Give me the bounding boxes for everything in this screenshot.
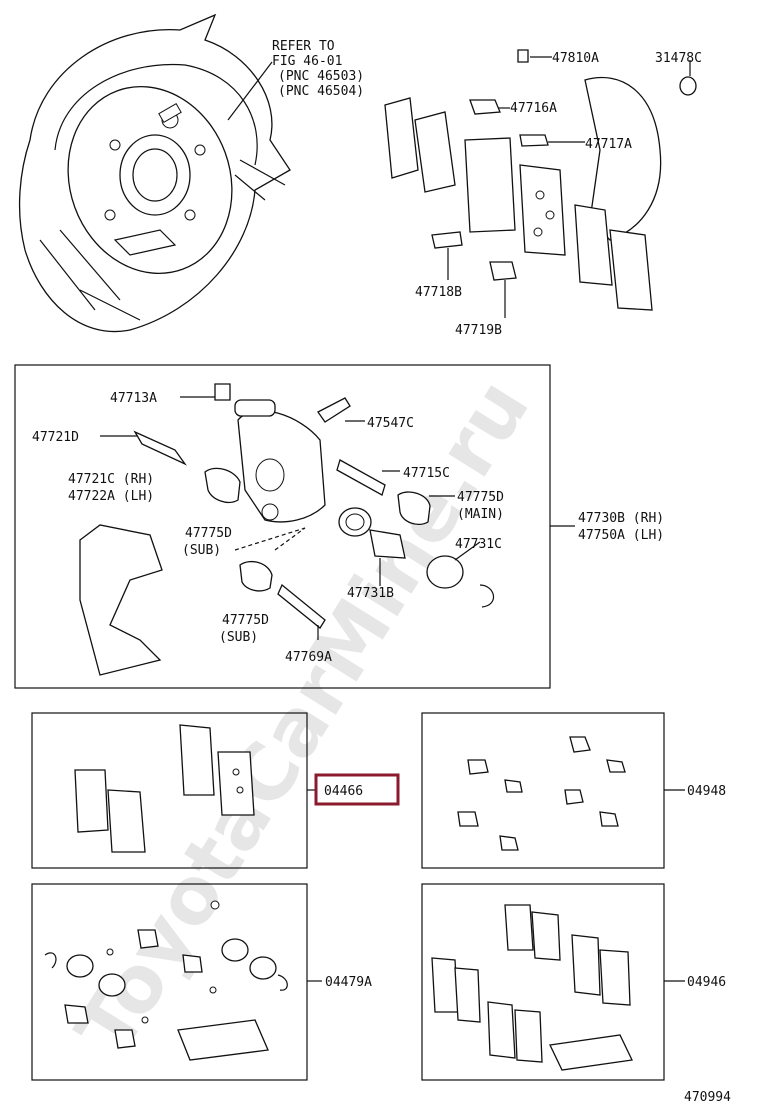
- label-47722A: 47722A (LH): [68, 489, 154, 504]
- label-47718B: 47718B: [415, 285, 462, 300]
- kit-04466-drawing: [74, 724, 316, 853]
- kit-box-04946: [421, 883, 665, 1081]
- label-47775D-sub-2: 47775D: [222, 613, 269, 628]
- label-47721D: 47721D: [32, 430, 79, 445]
- label-sub-note-2: (SUB): [219, 630, 258, 645]
- backing-plate-drawing: [18, 13, 291, 333]
- kit-04946-drawing: [431, 904, 685, 1071]
- refer-line-4: (PNC 46504): [278, 84, 364, 99]
- refer-line-1: REFER TO: [272, 39, 335, 54]
- label-47775D-sub-1: 47775D: [185, 526, 232, 541]
- refer-note: REFER TO FIG 46-01 (PNC 46503) (PNC 4650…: [272, 39, 364, 99]
- label-04946[interactable]: 04946: [687, 975, 726, 990]
- label-47769A: 47769A: [285, 650, 332, 665]
- label-47730B: 47730B (RH): [578, 511, 664, 526]
- label-04466[interactable]: 04466: [324, 784, 363, 799]
- label-04479A[interactable]: 04479A: [325, 975, 372, 990]
- label-47713A: 47713A: [110, 391, 157, 406]
- label-47750A: 47750A (LH): [578, 528, 664, 543]
- label-47717A: 47717A: [585, 137, 632, 152]
- label-sub-note-1: (SUB): [182, 543, 221, 558]
- caliper-drawing: [79, 383, 575, 676]
- label-47731C: 47731C: [455, 537, 502, 552]
- label-47721C: 47721C (RH): [68, 472, 154, 487]
- refer-line-3: (PNC 46503): [278, 69, 364, 84]
- label-47716A: 47716A: [510, 101, 557, 116]
- label-47719B: 47719B: [455, 323, 502, 338]
- label-main-note: (MAIN): [457, 507, 504, 522]
- kit-04948-drawing: [457, 736, 685, 851]
- kit-box-04479A: [31, 883, 308, 1081]
- label-47547C: 47547C: [367, 416, 414, 431]
- label-31478C: 31478C: [655, 51, 702, 66]
- label-04948[interactable]: 04948: [687, 784, 726, 799]
- highlight-04466: [314, 773, 400, 806]
- label-47810A: 47810A: [552, 51, 599, 66]
- brake-pads-top-drawing: [384, 49, 697, 318]
- refer-line-2: FIG 46-01: [272, 54, 342, 69]
- figure-number: 470994: [684, 1090, 731, 1105]
- label-47775D-main: 47775D: [457, 490, 504, 505]
- label-47715C: 47715C: [403, 466, 450, 481]
- kit-box-04948: [421, 712, 665, 869]
- label-47731B: 47731B: [347, 586, 394, 601]
- kit-04479A-drawing: [44, 900, 322, 1061]
